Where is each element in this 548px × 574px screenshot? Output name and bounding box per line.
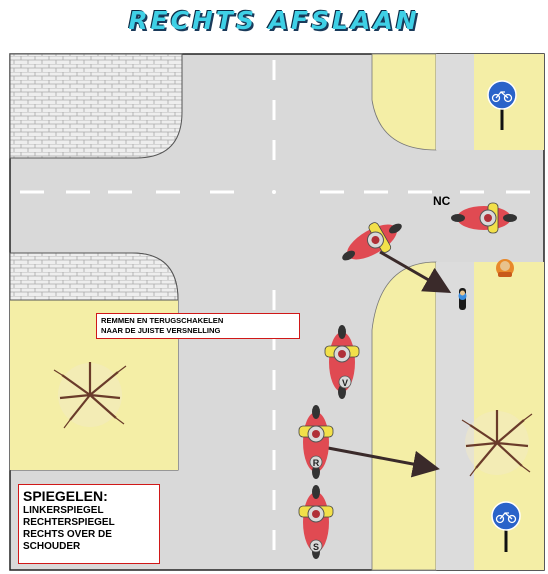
- pavement-top-left: [9, 53, 183, 159]
- lane-markings: [20, 60, 530, 550]
- motorcycle-icon: [298, 405, 334, 479]
- bicycle-sign-icon: [487, 80, 517, 130]
- cyclist-icon: [458, 288, 467, 310]
- tree-icon: [461, 410, 533, 477]
- arrow-to-cyclist: [379, 250, 452, 293]
- motorcycle-icon: [451, 202, 517, 234]
- braking-note-line: REMMEN EN TERUGSCHAKELEN: [101, 316, 224, 325]
- motorcycle-letter-v: V: [342, 378, 348, 388]
- motorcycle-letter-s: S: [313, 542, 319, 552]
- mirrors-heading: SPIEGELEN:: [23, 488, 108, 504]
- motorcycle-icon: [298, 485, 334, 559]
- corner-bottom-right: [371, 261, 437, 571]
- nc-label: NC: [433, 194, 451, 208]
- mirrors-item: RECHTS OVER DE: [23, 529, 112, 540]
- bicycle-sign-icon: [491, 501, 521, 552]
- braking-note: REMMEN EN TERUGSCHAKELEN NAAR DE JUISTE …: [96, 313, 300, 339]
- braking-note-line: NAAR DE JUISTE VERSNELLING: [101, 326, 221, 335]
- motorcycle-icon: [342, 222, 402, 261]
- corner-top-right: [371, 53, 437, 151]
- arrow-to-lane: [327, 446, 440, 478]
- mirrors-item: LINKERSPIEGEL: [23, 505, 104, 516]
- motorcycle-letter-r: R: [313, 458, 320, 468]
- pedestrian-icon: [496, 259, 514, 277]
- mirrors-item: SCHOUDER: [23, 541, 81, 552]
- mirrors-box: SPIEGELEN: LINKERSPIEGEL RECHTERSPIEGEL …: [18, 484, 160, 564]
- tree-icon: [53, 362, 127, 429]
- mirrors-item: RECHTERSPIEGEL: [23, 517, 115, 528]
- bike-lane-right: [436, 262, 474, 570]
- motorcycle-icon: [324, 325, 360, 399]
- page-title: RECHTS AFSLAAN: [128, 6, 420, 35]
